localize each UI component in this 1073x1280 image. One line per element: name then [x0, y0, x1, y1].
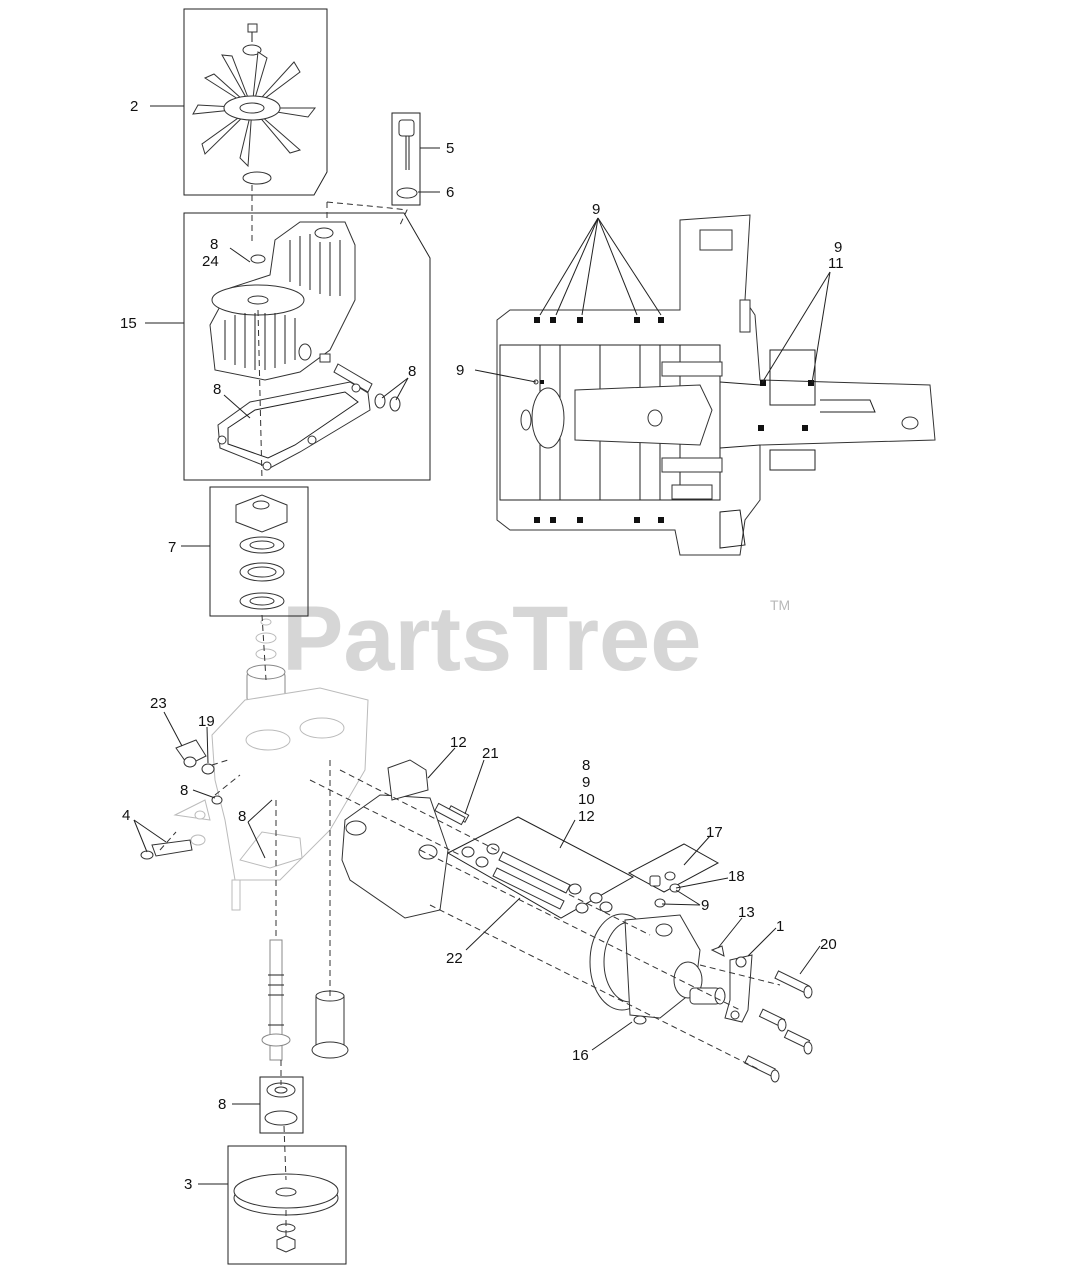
bolts-part: [434, 802, 813, 1083]
lower-bearing-part: [264, 1082, 298, 1126]
callout-9-top: 9: [592, 201, 600, 218]
callout-13: 13: [738, 904, 755, 921]
shaft-part: [261, 939, 291, 1061]
callout-6: 6: [446, 184, 454, 201]
callout-20: 20: [820, 936, 837, 953]
box-housing-assembly: [183, 212, 431, 481]
seal-kit-part: [461, 843, 613, 914]
callout-22: 22: [446, 950, 463, 967]
callout-8-kit: 8: [582, 757, 590, 774]
dipstick-part: [396, 119, 418, 199]
callout-15: 15: [120, 315, 137, 332]
callout-23: 23: [150, 695, 167, 712]
callout-labels: 2 5 6 9 9 11 8 24 15 9 8 8 7 23 19 12 21…: [120, 98, 844, 1193]
box-dipstick: [391, 112, 421, 206]
callout-2: 2: [130, 98, 138, 115]
charge-relief-part: [140, 739, 223, 860]
callout-8-lower: 8: [218, 1096, 226, 1113]
callout-12-kit: 12: [578, 808, 595, 825]
control-arm-part: [710, 945, 753, 1023]
callout-11: 11: [828, 255, 844, 272]
motor-housing-part: [589, 913, 726, 1025]
callout-8-seal: 8: [408, 363, 416, 380]
pump-block-part: [341, 759, 470, 919]
box-lower-bearing: [259, 1076, 304, 1134]
center-section-part: [173, 618, 369, 911]
watermark-text: PartsTree: [282, 588, 701, 690]
callout-19: 19: [198, 713, 215, 730]
callout-8-housing: 8: [210, 236, 218, 253]
box-pulley: [227, 1145, 347, 1265]
box-seal-kit: [446, 816, 635, 919]
watermark-trademark: TM: [770, 597, 790, 613]
housing-part: [209, 221, 401, 471]
callout-8-oring: 8: [238, 808, 246, 825]
callout-9-kit: 9: [582, 774, 590, 791]
leader-lines: [133, 105, 831, 1185]
callout-8-gasket: 8: [213, 381, 221, 398]
bearing-set-part: [235, 494, 288, 610]
box-bearing-set: [209, 486, 309, 617]
callout-18: 18: [728, 868, 745, 885]
callout-1: 1: [776, 918, 784, 935]
callout-7: 7: [168, 539, 176, 556]
callout-24: 24: [202, 253, 219, 270]
callout-4: 4: [122, 807, 130, 824]
callout-9-section: 9: [456, 362, 464, 379]
callout-5: 5: [446, 140, 454, 157]
pulley-part: [233, 1173, 339, 1253]
filter-part: [311, 990, 349, 1059]
callout-12-top: 12: [450, 734, 467, 751]
fan-part: [192, 23, 317, 185]
callout-9-right: 9: [834, 239, 842, 256]
cross-section-part: [496, 214, 936, 556]
callout-16: 16: [572, 1047, 589, 1064]
callout-9-valve: 9: [701, 897, 709, 914]
valve-kit-part: [649, 871, 681, 908]
callout-17: 17: [706, 824, 723, 841]
callout-8-port: 8: [180, 782, 188, 799]
callout-3: 3: [184, 1176, 192, 1193]
callout-10: 10: [578, 791, 595, 808]
dashed-guide-lines: [159, 185, 781, 1236]
callout-21: 21: [482, 745, 499, 762]
box-fan-assembly: [183, 8, 328, 196]
